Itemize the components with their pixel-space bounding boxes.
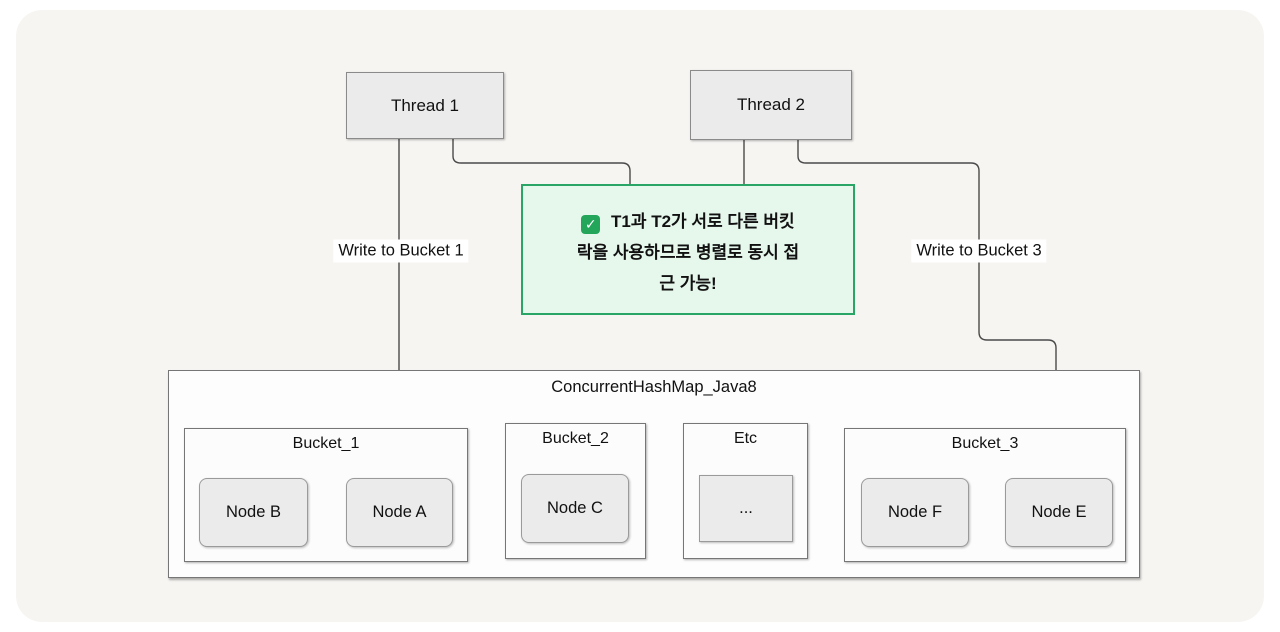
check-mark-icon: ✓ [581, 215, 601, 234]
node-c[interactable]: Node C [521, 474, 629, 543]
node-a[interactable]: Node A [346, 478, 453, 547]
container-title: ConcurrentHashMap_Java8 [551, 378, 757, 396]
edge-label-write-bucket3: Write to Bucket 3 [911, 239, 1047, 263]
diagram-canvas: Thread 1 Thread 2 ✓ T1과 T2가 서로 다른 버킷 락을 … [16, 10, 1264, 622]
edge-label-write-bucket1: Write to Bucket 1 [333, 239, 469, 263]
node-f[interactable]: Node F [861, 478, 969, 547]
note-box: ✓ T1과 T2가 서로 다른 버킷 락을 사용하므로 병렬로 동시 접 근 가… [521, 184, 855, 315]
node-b[interactable]: Node B [199, 478, 308, 547]
thread2-box[interactable]: Thread 2 [690, 70, 852, 140]
thread1-box[interactable]: Thread 1 [346, 72, 504, 139]
connector-thread1-to-note [452, 139, 631, 184]
bucket-etc-title: Etc [733, 430, 758, 447]
note-text: T1과 T2가 서로 다른 버킷 락을 사용하므로 병렬로 동시 접 근 가능! [576, 212, 800, 293]
bucket-3-title: Bucket_3 [951, 435, 1019, 452]
bucket-1-title: Bucket_1 [292, 435, 360, 452]
node-e[interactable]: Node E [1005, 478, 1113, 547]
bucket-2-title: Bucket_2 [542, 430, 609, 447]
node-ellipsis: ... [699, 475, 793, 542]
